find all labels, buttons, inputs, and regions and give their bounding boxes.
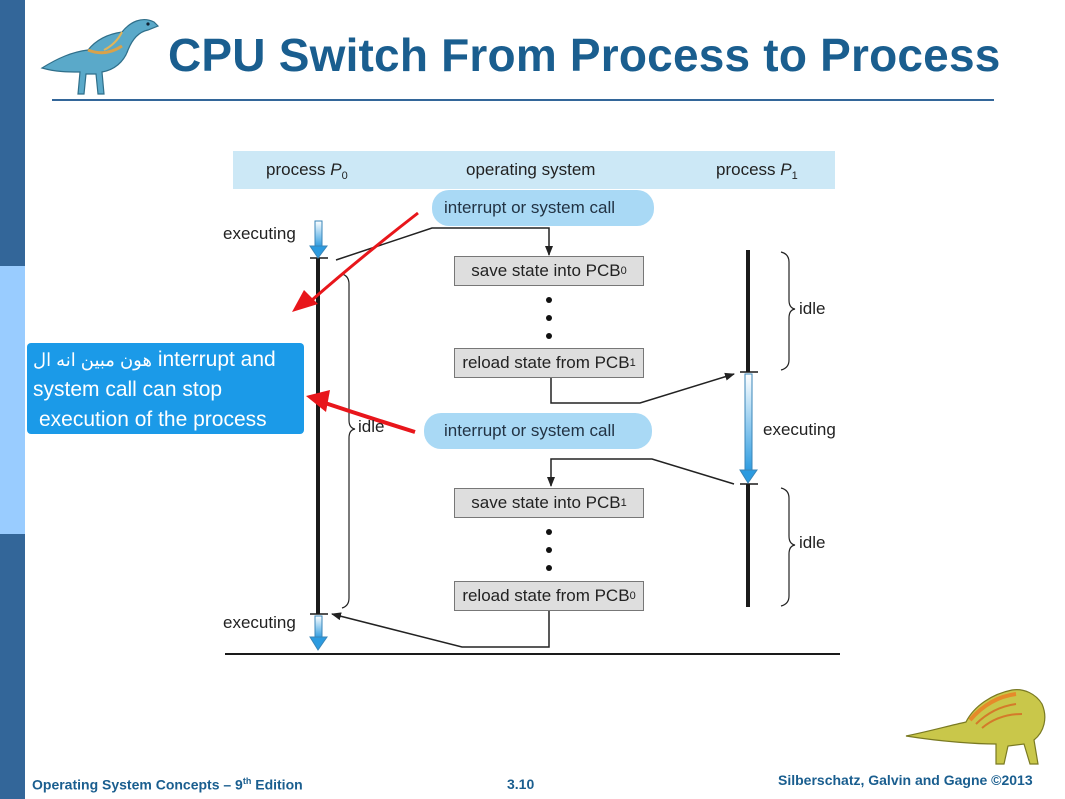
p1-idle-top-label: idle [799,299,826,318]
footer-book-title: Operating System Concepts – 9th Edition [32,776,303,793]
ellipsis-dots-bottom [546,529,552,571]
p0-exec-arrow-top [309,220,328,259]
ellipsis-dots-top [546,297,552,339]
footer-page-number: 3.10 [507,776,535,792]
dinosaur-logo-bottom [905,689,1046,765]
p1-idle-bracket-top [780,251,796,371]
sidebar-highlight [0,266,25,534]
title-divider [52,99,994,101]
footer-authors: Silberschatz, Galvin and Gagne ©2013 [778,772,1033,788]
dinosaur-logo-top [40,19,160,95]
flow-reload0-to-p0 [331,610,550,648]
p0-executing-top-label: executing [223,224,296,243]
header-operating-system: operating system [466,160,596,179]
p0-idle-label: idle [358,417,385,436]
flow-reload1-to-p1 [550,372,735,404]
annotation-callout: هون مبين انه ال interrupt and system cal… [27,343,304,434]
slide-title: CPU Switch From Process to Process [168,29,1001,81]
flow-p1-to-save1 [547,458,735,487]
p1-executing-label: executing [763,420,836,439]
header-process-p0: process P0 [266,160,348,182]
p1-idle-bracket-bottom [780,487,796,607]
p0-idle-bracket [341,273,356,609]
p1-exec-arrow [739,373,758,484]
interrupt-label-1: interrupt or system call [432,190,654,226]
red-arrow-2 [306,390,416,434]
p1-idle-bottom-label: idle [799,533,826,552]
red-arrow-1 [292,211,419,312]
diagram-header [233,151,835,189]
p0-exec-arrow-bottom [309,615,328,651]
p0-executing-bottom-label: executing [223,613,296,632]
header-process-p1: process P1 [716,160,798,182]
flow-p0-to-save0 [335,227,553,261]
interrupt-label-2: interrupt or system call [424,413,652,449]
